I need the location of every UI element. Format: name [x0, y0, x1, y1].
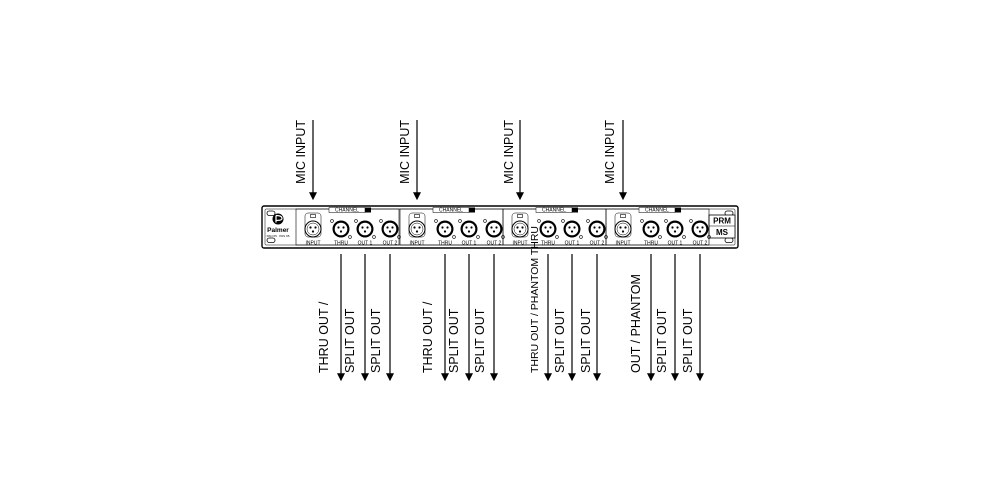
jack-label: OUT 1 [462, 241, 477, 247]
xlr-female-jack-icon [408, 212, 426, 238]
jack-label: OUT 2 [693, 241, 708, 247]
output-label: THRU OUT / [317, 301, 331, 373]
jack-label: THRU [438, 241, 452, 247]
xlr-male-jack-icon [640, 219, 662, 239]
output-label: SPLIT OUT [681, 308, 695, 373]
mic-input-label: MIC INPUT [603, 120, 617, 184]
channel-led-icon [469, 207, 475, 213]
output-label: OUT / PHANTOM [629, 274, 643, 373]
xlr-female-jack-icon [614, 212, 632, 238]
mount-hole-icon [266, 210, 276, 216]
jack-label: OUT 1 [565, 241, 580, 247]
xlr-male-jack-icon [664, 219, 686, 239]
channel-led-icon [675, 207, 681, 213]
xlr-male-jack-icon [379, 219, 401, 239]
channel-2: CHANNEL INPUT THRU OUT 1 OUT 2 MIC INPUT THRU … [398, 120, 505, 382]
xlr-male-jack-icon [483, 219, 505, 239]
output-label: SPLIT OUT [343, 308, 357, 373]
mic-input-label: MIC INPUT [398, 120, 412, 184]
output-label: SPLIT OUT [447, 308, 461, 373]
jack-label: INPUT [410, 241, 425, 247]
jack-label: OUT 1 [358, 241, 373, 247]
output-label: THRU OUT / [421, 301, 435, 373]
jack-label: OUT 2 [590, 241, 605, 247]
xlr-male-jack-icon [689, 219, 711, 239]
xlr-male-jack-icon [537, 219, 559, 239]
brand-logo: Palmer PAN 05 · PAS 05 [267, 213, 290, 238]
brand-name: Palmer [267, 227, 289, 234]
channel-header-label: CHANNEL [335, 208, 359, 214]
mic-input-label: MIC INPUT [294, 120, 308, 184]
xlr-female-jack-icon [511, 212, 529, 238]
model-top: PRM [713, 217, 731, 226]
jack-label: OUT 2 [383, 241, 398, 247]
channel-header-label: CHANNEL [542, 208, 566, 214]
xlr-male-jack-icon [561, 219, 583, 239]
channels-layer: CHANNEL INPUT THRU OUT 1 OUT 2 MIC INPUT THRU … [294, 120, 711, 382]
jack-label: INPUT [616, 241, 631, 247]
xlr-male-jack-icon [434, 219, 456, 239]
channel-1: CHANNEL INPUT THRU OUT 1 OUT 2 MIC INPUT THRU … [294, 120, 401, 382]
channel-led-icon [365, 207, 371, 213]
jack-label: OUT 2 [487, 241, 502, 247]
xlr-female-jack-icon [304, 212, 322, 238]
output-label: SPLIT OUT [553, 308, 567, 373]
output-label: SPLIT OUT [579, 308, 593, 373]
mount-hole-icon [266, 237, 276, 243]
output-label: SPLIT OUT [369, 308, 383, 373]
channel-header-label: CHANNEL [645, 208, 669, 214]
channel-4: CHANNEL INPUT THRU OUT 1 OUT 2 MIC INPUT OUT /… [603, 120, 711, 382]
output-label: SPLIT OUT [655, 308, 669, 373]
jack-label: OUT 1 [668, 241, 683, 247]
brand-sub: PAN 05 · PAS 05 [267, 234, 290, 238]
channel-header-label: CHANNEL [439, 208, 463, 214]
channel-3: CHANNEL INPUT THRU OUT 1 OUT 2 MIC INPUT THRU … [502, 120, 608, 382]
output-label: SPLIT OUT [473, 308, 487, 373]
jack-label: THRU [644, 241, 658, 247]
jack-label: THRU [334, 241, 348, 247]
xlr-male-jack-icon [458, 219, 480, 239]
jack-label: INPUT [513, 241, 528, 247]
model-bottom: MS [716, 228, 729, 237]
xlr-male-jack-icon [354, 219, 376, 239]
channel-led-icon [572, 207, 578, 213]
xlr-male-jack-icon [330, 219, 352, 239]
model-badge: PRM MS [708, 214, 736, 239]
jack-label: INPUT [306, 241, 321, 247]
output-label: THRU OUT / PHANTOM THRU [529, 226, 541, 373]
jack-label: THRU [541, 241, 555, 247]
mic-input-label: MIC INPUT [502, 120, 516, 184]
xlr-male-jack-icon [586, 219, 608, 239]
